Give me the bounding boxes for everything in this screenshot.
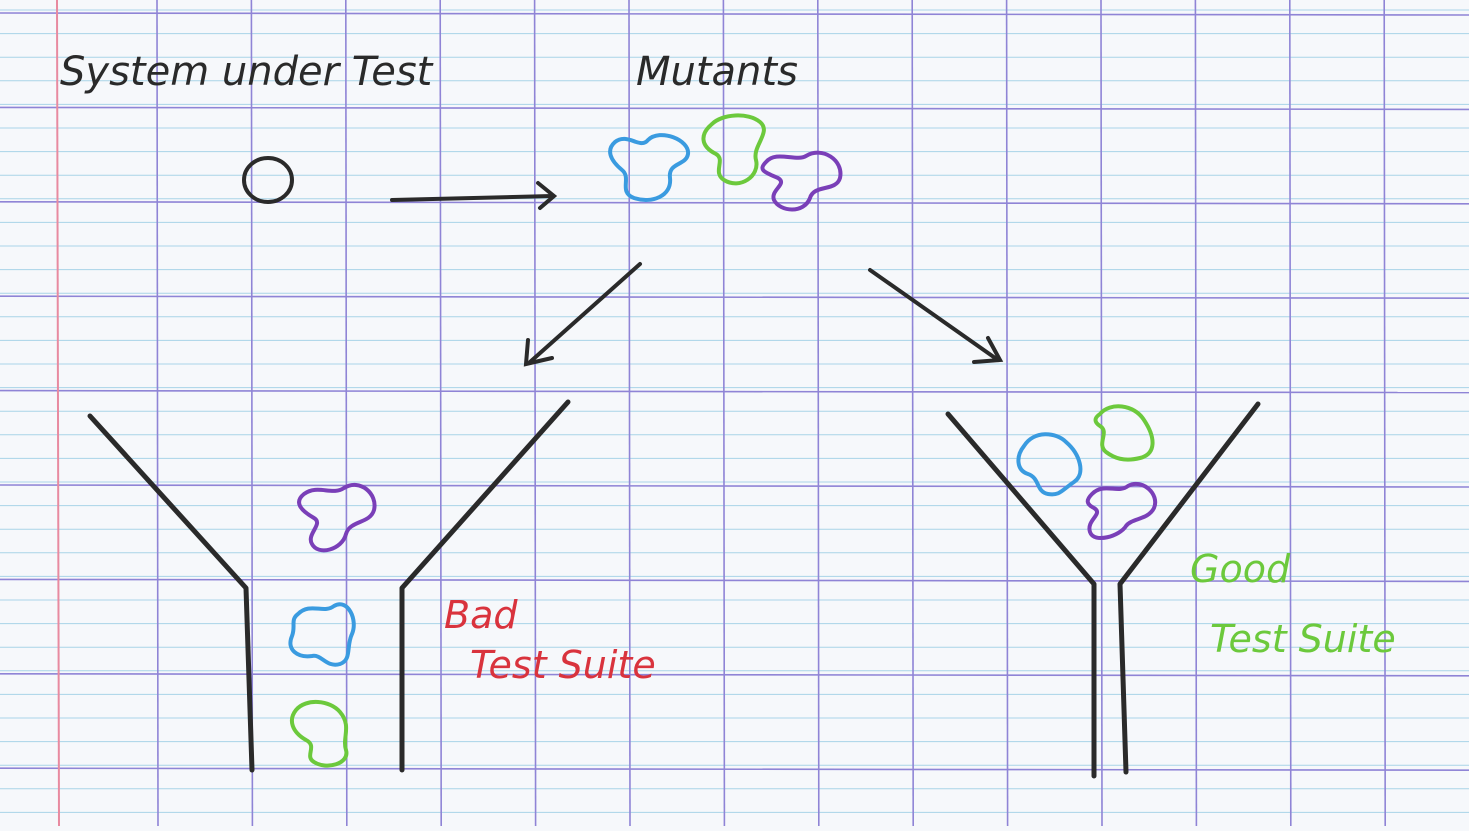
major-vertical-line (1005, 0, 1009, 827)
major-vertical-line (911, 0, 915, 827)
mutant-purple-bad (297, 482, 377, 553)
bad-test-suite-funnel (87, 399, 571, 773)
major-vertical-line (1289, 0, 1292, 827)
system-under-test-circle (242, 156, 294, 204)
fine-ruled-lines (0, 9, 1469, 813)
major-horizontal-line (0, 295, 1469, 300)
good-test-suite-funnel (945, 401, 1261, 779)
mutant-green-bad (289, 700, 349, 768)
good-label: Good (1190, 547, 1291, 591)
major-horizontal-line (0, 672, 1469, 677)
mutant-blue-good (1016, 432, 1083, 497)
major-horizontal-line (0, 12, 1469, 16)
major-vertical-line (1194, 0, 1198, 827)
mutant-purple-good (1085, 482, 1158, 541)
major-vertical-line (722, 0, 726, 827)
major-vertical-line (1383, 0, 1386, 827)
mutant-green-top (701, 113, 766, 186)
major-horizontal-line (0, 106, 1469, 111)
arrow-to-good-suite (868, 268, 1004, 364)
good-test-suite-label: Test Suite (1210, 617, 1396, 661)
major-vertical-line (816, 0, 820, 827)
mutant-purple-top (760, 150, 843, 212)
major-horizontal-line (0, 201, 1469, 205)
major-vertical-line (439, 0, 443, 827)
major-vertical-line (344, 0, 348, 827)
major-vertical-line (250, 0, 254, 827)
major-vertical-line (156, 0, 159, 827)
bad-test-suite-label: Test Suite (470, 643, 656, 687)
mutant-green-good (1093, 404, 1155, 462)
system-under-test-label: System under Test (60, 49, 434, 95)
arrow-to-bad-suite (523, 262, 642, 367)
major-vertical-line (628, 0, 631, 827)
major-horizontal-line (0, 578, 1469, 583)
margin-line (56, 0, 60, 827)
major-horizontal-line (0, 389, 1469, 394)
major-horizontal-line (0, 484, 1469, 488)
mutants-label: Mutants (636, 49, 798, 95)
major-horizontal-lines (0, 12, 1469, 772)
major-vertical-line (533, 0, 537, 827)
major-horizontal-line (0, 767, 1469, 772)
arrow-to-mutants (390, 181, 558, 210)
mutant-blue-bad (288, 602, 356, 667)
mutant-blue-top (608, 133, 690, 202)
bad-label: Bad (444, 593, 518, 637)
